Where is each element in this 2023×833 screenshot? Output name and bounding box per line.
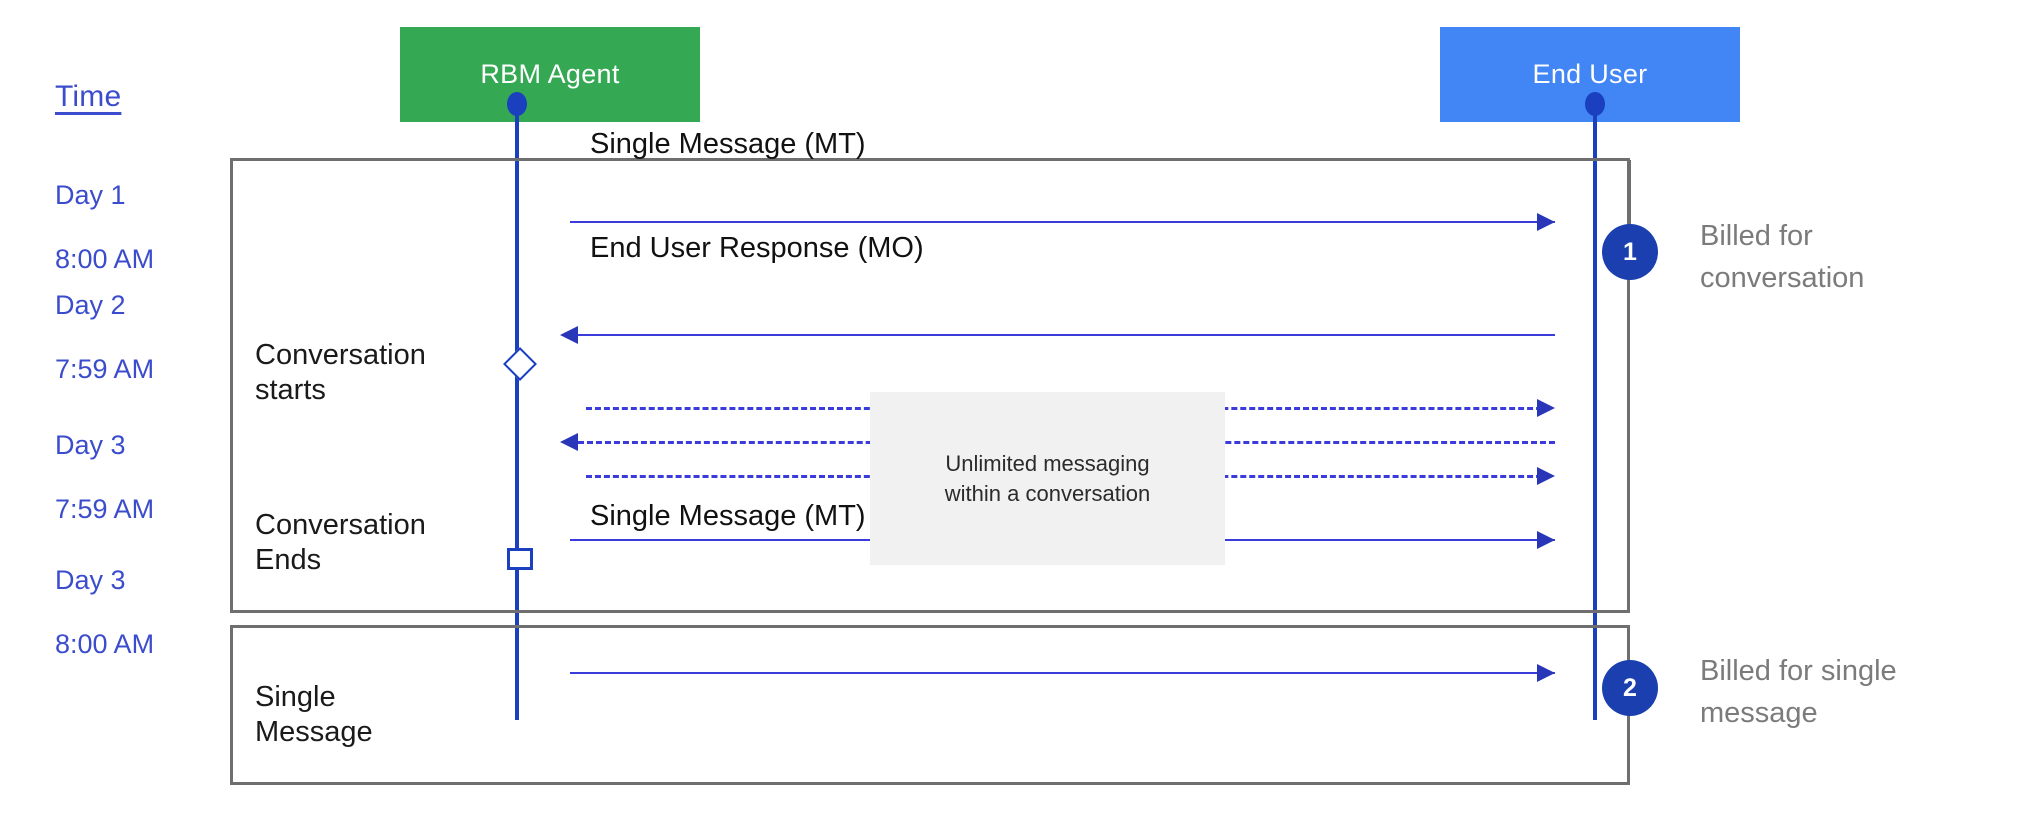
time-label-row-3: Day 3 7:59 AM [55,398,154,525]
caption-billed-for-conversation: Billed for conversation [1700,220,1865,295]
time-column-header: Time [55,80,122,113]
message-label-single-message-mt-2: Single Message (MT) [590,500,866,532]
actor-box-rbm-agent[interactable]: RBM Agent [400,27,700,122]
message-label-single-message-mt-1: Single Message (MT) [590,128,866,160]
badge-2[interactable]: 2 [1602,660,1658,716]
conversation-end-label: Conversation Ends [255,509,426,576]
time-clock-1: 8:00 AM [55,243,155,274]
conversation-frame[interactable] [230,158,1630,613]
time-clock-4: 8:00 AM [55,628,155,659]
actor-label-end-user: End User [1532,59,1648,89]
message-label-end-user-response-mo: End User Response (MO) [590,232,924,264]
message-arrowhead-right-7 [1537,664,1555,682]
conversation-end-marker-icon [507,548,533,570]
lifeline-end-user-upper [1593,100,1597,613]
time-day-1: Day 1 [55,179,126,210]
message-line-7 [570,672,1555,674]
actor-label-rbm-agent: RBM Agent [480,59,620,89]
message-arrowhead-right-6 [1537,531,1555,549]
message-arrowhead-right-3 [1537,399,1555,417]
time-label-row-1: Day 1 8:00 AM [55,148,154,275]
message-arrowhead-right-5 [1537,467,1555,485]
lifeline-rbm-agent-lower [515,613,519,720]
badge-connector-1 [1628,160,1631,252]
note-unlimited-messaging: Unlimited messaging within a conversatio… [870,392,1225,565]
time-day-2: Day 2 [55,289,126,320]
message-line-2 [578,334,1555,336]
message-arrowhead-right-1 [1537,213,1555,231]
time-clock-3: 7:59 AM [55,493,155,524]
time-label-row-2: Day 2 7:59 AM [55,258,154,385]
time-clock-2: 7:59 AM [55,353,155,384]
message-arrowhead-left-2 [560,326,578,344]
message-arrowhead-left-4 [560,433,578,451]
single-message-label: Single Message [255,681,373,748]
single-message-frame[interactable] [230,625,1630,785]
time-day-4: Day 3 [55,564,126,595]
time-day-3: Day 3 [55,429,126,460]
caption-billed-for-single-message: Billed for single message [1700,655,1897,730]
badge-1[interactable]: 1 [1602,224,1658,280]
conversation-start-label: Conversation starts [255,339,426,406]
message-line-1 [570,221,1555,223]
lifeline-end-user-lower [1593,613,1597,720]
time-label-row-4: Day 3 8:00 AM [55,533,154,660]
